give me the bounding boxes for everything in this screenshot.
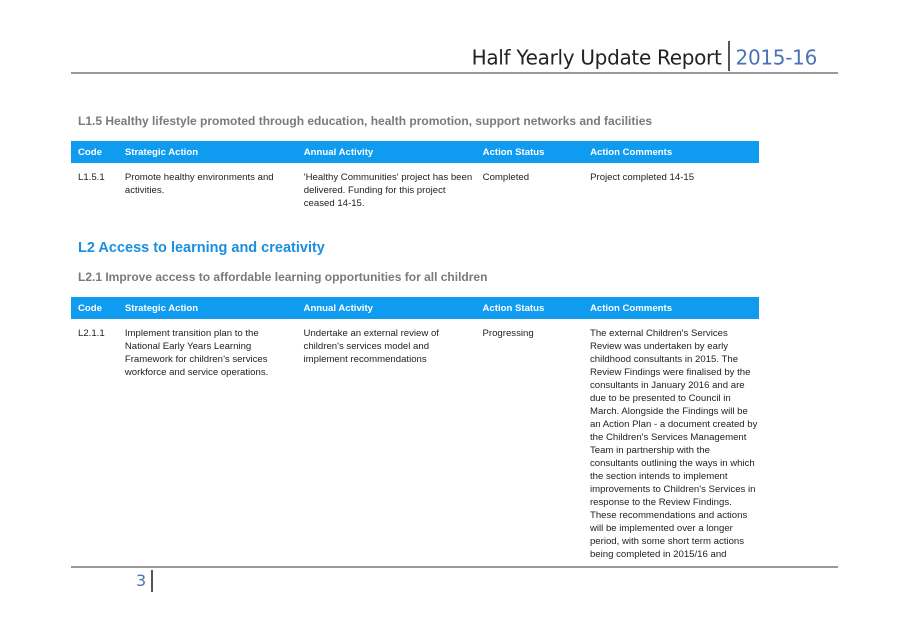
col-code: Code: [71, 141, 118, 163]
row-strategic-action: Implement transition plan to the Nationa…: [124, 328, 269, 378]
row-annual-activity: 'Healthy Communities' project has been d…: [303, 172, 473, 209]
col-strategic-action: Strategic Action: [117, 141, 297, 163]
table-row: L2.1.1 Implement transition plan to the …: [71, 319, 759, 561]
row-annual-activity: Undertake an external review of children…: [303, 328, 439, 365]
row-comments: The external Children's Services Review …: [589, 328, 758, 560]
row-status: Completed: [482, 172, 530, 183]
col-action-status: Action Status: [475, 297, 583, 319]
l2-1-action-table: Code Strategic Action Annual Activity Ac…: [71, 297, 759, 561]
col-annual-activity: Annual Activity: [296, 297, 476, 319]
table-header-row: Code Strategic Action Annual Activity Ac…: [71, 141, 759, 163]
section-l1-5-heading: L1.5 Healthy lifestyle promoted through …: [78, 114, 653, 128]
page-number: 3: [136, 571, 147, 590]
table-row: L1.5.1 Promote healthy environments and …: [71, 163, 759, 210]
footer-rule: [71, 566, 838, 568]
row-status: Progressing: [482, 328, 534, 339]
row-code: L2.1.1: [78, 328, 105, 339]
row-code: L1.5.1: [78, 172, 105, 183]
col-action-status: Action Status: [475, 141, 584, 163]
row-strategic-action: Promote healthy environments and activit…: [124, 172, 274, 196]
page-number-separator: [151, 570, 153, 592]
report-title-text: Half Yearly Update Report: [471, 45, 722, 70]
section-l2-heading: L2 Access to learning and creativity: [78, 240, 325, 256]
l1-5-action-table: Code Strategic Action Annual Activity Ac…: [71, 141, 759, 210]
col-strategic-action: Strategic Action: [117, 297, 297, 319]
report-year: 2015-16: [735, 45, 818, 70]
col-annual-activity: Annual Activity: [296, 141, 476, 163]
col-code: Code: [71, 297, 118, 319]
header-rule: [71, 72, 838, 74]
section-l2-1-heading: L2.1 Improve access to affordable learni…: [78, 270, 488, 284]
col-action-comments: Action Comments: [583, 141, 759, 163]
report-title: Half Yearly Update Report 2015-16: [471, 41, 818, 74]
title-separator: [727, 41, 730, 71]
col-action-comments: Action Comments: [582, 297, 759, 319]
table-header-row: Code Strategic Action Annual Activity Ac…: [71, 297, 759, 319]
row-comments: Project completed 14-15: [590, 172, 695, 183]
